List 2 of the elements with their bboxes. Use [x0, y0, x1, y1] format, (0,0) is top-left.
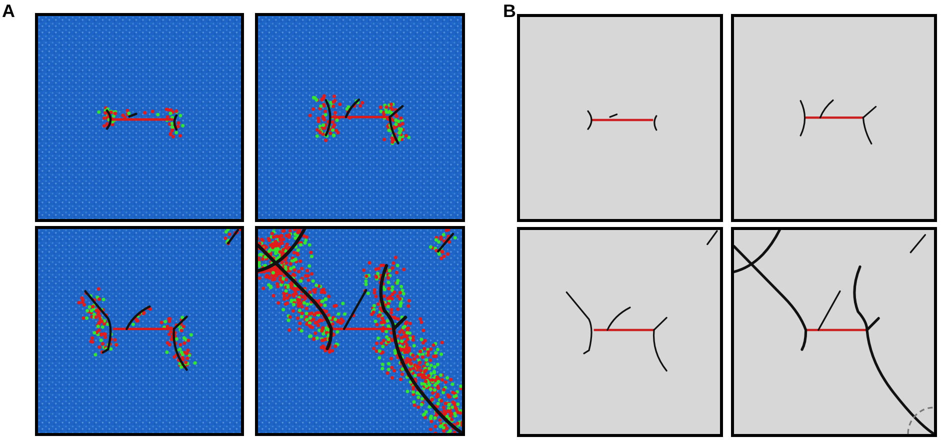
panel-letter: A — [2, 2, 15, 20]
panel-letter: B — [503, 2, 516, 20]
